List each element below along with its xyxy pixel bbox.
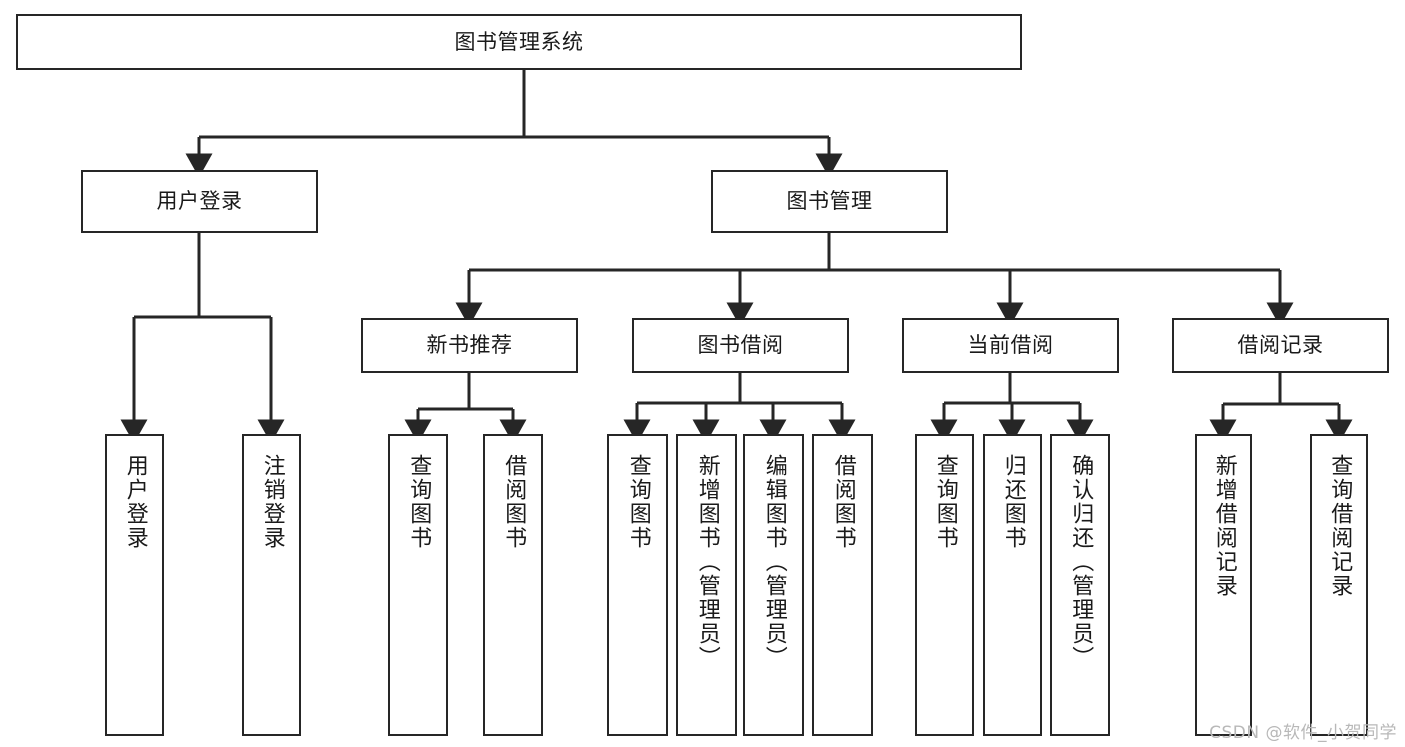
node-leaf-new-book-rec-2-label: 借阅图书 xyxy=(501,454,527,550)
node-leaf-current-borrow-3-label: 确认归还（管理员） xyxy=(1068,454,1094,670)
node-new-book-rec-label: 新书推荐 xyxy=(426,333,513,358)
node-user-login[interactable]: 用户登录 xyxy=(81,170,318,233)
node-current-borrow[interactable]: 当前借阅 xyxy=(902,318,1119,373)
node-book-borrow-label: 图书借阅 xyxy=(697,333,784,358)
node-leaf-book-borrow-1[interactable]: 查询图书 xyxy=(607,434,668,736)
node-leaf-current-borrow-3[interactable]: 确认归还（管理员） xyxy=(1050,434,1110,736)
node-leaf-current-borrow-2-label: 归还图书 xyxy=(1000,454,1026,550)
node-new-book-rec[interactable]: 新书推荐 xyxy=(361,318,578,373)
node-leaf-borrow-record-2-label: 查询借阅记录 xyxy=(1327,454,1353,598)
node-leaf-borrow-record-1-label: 新增借阅记录 xyxy=(1211,454,1237,598)
node-leaf-borrow-record-2[interactable]: 查询借阅记录 xyxy=(1310,434,1368,736)
node-book-manage[interactable]: 图书管理 xyxy=(711,170,948,233)
node-leaf-book-borrow-3-label: 编辑图书（管理员） xyxy=(761,454,787,670)
node-leaf-current-borrow-1[interactable]: 查询图书 xyxy=(915,434,974,736)
node-book-manage-label: 图书管理 xyxy=(786,189,873,214)
node-leaf-new-book-rec-1-label: 查询图书 xyxy=(406,454,432,550)
node-leaf-user-login-1-label: 用户登录 xyxy=(122,454,148,550)
node-borrow-record[interactable]: 借阅记录 xyxy=(1172,318,1389,373)
node-leaf-book-borrow-2[interactable]: 新增图书（管理员） xyxy=(676,434,737,736)
node-leaf-book-borrow-2-label: 新增图书（管理员） xyxy=(694,454,720,670)
node-book-borrow[interactable]: 图书借阅 xyxy=(632,318,849,373)
node-leaf-book-borrow-1-label: 查询图书 xyxy=(625,454,651,550)
node-leaf-current-borrow-2[interactable]: 归还图书 xyxy=(983,434,1042,736)
node-user-login-label: 用户登录 xyxy=(156,189,243,214)
node-leaf-new-book-rec-1[interactable]: 查询图书 xyxy=(388,434,448,736)
node-leaf-book-borrow-4[interactable]: 借阅图书 xyxy=(812,434,873,736)
node-leaf-current-borrow-1-label: 查询图书 xyxy=(932,454,958,550)
node-current-borrow-label: 当前借阅 xyxy=(967,333,1054,358)
node-root[interactable]: 图书管理系统 xyxy=(16,14,1022,70)
node-leaf-user-login-2-label: 注销登录 xyxy=(259,454,285,550)
node-root-label: 图书管理系统 xyxy=(454,29,584,54)
node-borrow-record-label: 借阅记录 xyxy=(1237,333,1324,358)
node-leaf-user-login-2[interactable]: 注销登录 xyxy=(242,434,301,736)
node-leaf-book-borrow-4-label: 借阅图书 xyxy=(830,454,856,550)
node-leaf-user-login-1[interactable]: 用户登录 xyxy=(105,434,164,736)
node-leaf-book-borrow-3[interactable]: 编辑图书（管理员） xyxy=(743,434,804,736)
node-leaf-new-book-rec-2[interactable]: 借阅图书 xyxy=(483,434,543,736)
node-leaf-borrow-record-1[interactable]: 新增借阅记录 xyxy=(1195,434,1252,736)
